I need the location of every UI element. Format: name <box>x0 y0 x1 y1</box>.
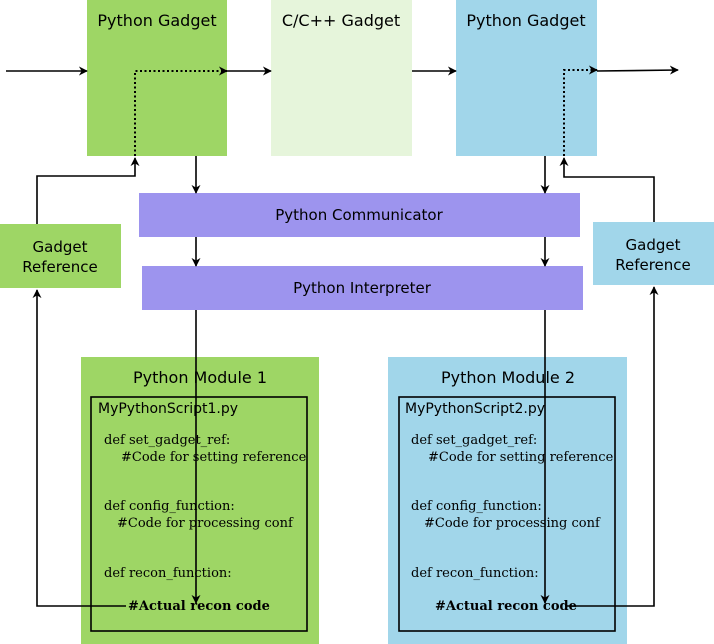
python-gadget-2: Python Gadget <box>456 0 597 156</box>
reference-to-gadget1-arrow <box>36 157 140 224</box>
script-2-code-line: def set_gadget_ref: <box>411 433 537 448</box>
script-2-code-line: def config_function: <box>411 499 542 514</box>
python-gadget-1-box <box>87 0 227 156</box>
script-2-code-line: def recon_function: <box>411 566 539 581</box>
gadget1-dotted-flow <box>134 66 228 156</box>
recon2-to-reference-arrow <box>565 286 659 607</box>
script-1-code-line: #Code for processing conf <box>117 516 294 531</box>
script-1-filename: MyPythonScript1.py <box>98 401 238 417</box>
python-module-2-box <box>388 357 627 644</box>
python-interpreter: Python Interpreter <box>142 266 583 310</box>
gadget-reference-right: Gadget Reference <box>593 222 714 285</box>
python-module-2: Python Module 2 MyPythonScript2.py def s… <box>388 357 627 644</box>
python-communicator: Python Communicator <box>139 193 580 237</box>
cpp-gadget-label: C/C++ Gadget <box>282 11 400 30</box>
cpp-gadget-box <box>271 0 412 156</box>
script-2-frame <box>398 396 616 632</box>
recon1-to-reference-arrow <box>32 289 126 607</box>
gadget-reference-left: Gadget Reference <box>0 224 121 288</box>
interpreter-label: Python Interpreter <box>293 279 432 297</box>
gadget-reference-right-line1: Gadget <box>626 236 681 254</box>
gadget-reference-left-line1: Gadget <box>33 238 88 256</box>
gadget-reference-right-line2: Reference <box>615 256 691 274</box>
script-2-recon-code: #Actual recon code <box>435 599 577 614</box>
python-module-1-title: Python Module 1 <box>133 368 267 387</box>
gadget-reference-left-box <box>0 224 121 288</box>
script-1-code-line: def config_function: <box>104 499 235 514</box>
gadget2-dotted-flow <box>563 65 598 156</box>
reference-to-gadget2-arrow <box>559 157 655 222</box>
communicator-label: Python Communicator <box>275 206 443 224</box>
python-module-1: Python Module 1 MyPythonScript1.py def s… <box>81 357 319 644</box>
script-2-filename: MyPythonScript2.py <box>405 401 545 417</box>
script-1-code-line: def set_gadget_ref: <box>104 433 230 448</box>
communicator-bar <box>139 193 580 237</box>
python-gadget-2-label: Python Gadget <box>466 11 585 30</box>
script-1-code-line: def recon_function: <box>104 566 232 581</box>
gadget-reference-left-line2: Reference <box>22 258 98 276</box>
python-module-2-title: Python Module 2 <box>441 368 575 387</box>
script-1-frame <box>90 396 308 632</box>
script-2-code-line: #Code for setting reference <box>428 450 614 465</box>
gadget-reference-right-box <box>593 222 714 285</box>
script-1-recon-code: #Actual recon code <box>128 599 270 614</box>
python-gadget-1: Python Gadget <box>87 0 227 156</box>
script-2-code-line: #Code for processing conf <box>424 516 601 531</box>
interpreter-bar <box>142 266 583 310</box>
script-1-code-line: #Code for setting reference <box>121 450 307 465</box>
python-gadget-1-label: Python Gadget <box>97 11 216 30</box>
python-gadget-2-box <box>456 0 597 156</box>
output-arrow <box>596 65 679 75</box>
cpp-gadget: C/C++ Gadget <box>271 0 412 156</box>
